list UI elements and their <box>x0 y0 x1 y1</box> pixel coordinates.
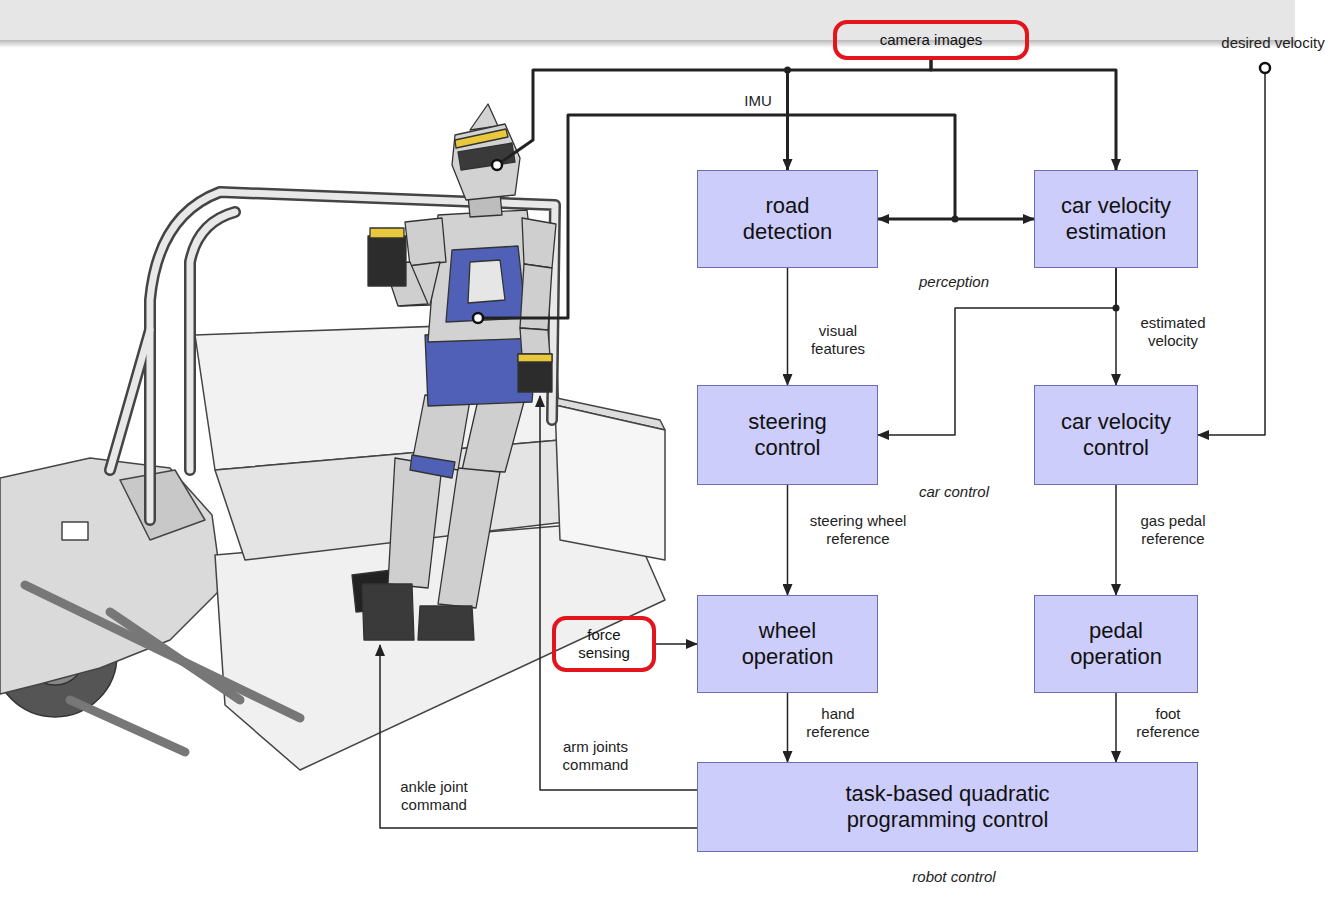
signal-label: gas pedal reference <box>1128 512 1218 548</box>
process-box: wheel operation <box>697 595 878 693</box>
humanoid-robot <box>438 468 500 608</box>
region-label: perception <box>668 273 1240 291</box>
roll-cage <box>110 330 150 470</box>
signal-arrow <box>787 485 789 595</box>
car-body <box>120 470 205 540</box>
signal-arrow <box>788 60 932 170</box>
process-box: steering control <box>697 385 878 485</box>
humanoid-robot <box>352 104 556 640</box>
box-label: car velocity estimation <box>1051 193 1181 246</box>
signal-label: desired velocity <box>1208 34 1338 52</box>
signal-arrow <box>1115 485 1117 595</box>
roll-cage <box>110 330 150 470</box>
humanoid-robot <box>446 246 526 322</box>
sensor-wire <box>380 70 1265 828</box>
box-label: road detection <box>723 193 853 246</box>
signal-label: steering wheel reference <box>798 512 918 548</box>
bumper-bars <box>110 612 240 700</box>
junction-dot <box>1260 63 1270 73</box>
junction-dot <box>473 63 1270 323</box>
box-label: steering control <box>723 409 853 462</box>
callout-label: force sensing <box>571 626 637 662</box>
sensor-wire <box>380 645 697 828</box>
roll-cage <box>190 212 235 470</box>
sensor-wire <box>540 396 697 790</box>
car-body <box>0 458 222 694</box>
humanoid-robot <box>362 584 414 640</box>
box-label: pedal operation <box>1051 618 1181 671</box>
humanoid-robot <box>518 354 552 362</box>
process-box: car velocity estimation <box>1034 170 1198 268</box>
humanoid-robot <box>522 218 556 268</box>
box-label: wheel operation <box>723 618 853 671</box>
slide-header-band <box>0 40 1295 48</box>
humanoid-robot <box>370 228 404 238</box>
region-label: car control <box>668 483 1240 501</box>
signal-label: IMU <box>738 92 778 110</box>
junction-dot <box>492 160 502 170</box>
humanoid-robot <box>368 236 406 286</box>
humanoid-robot <box>405 218 446 266</box>
signal-label: ankle joint command <box>384 778 484 814</box>
process-box: pedal operation <box>1034 595 1198 693</box>
humanoid-robot <box>468 260 505 303</box>
process-box: car velocity control <box>1034 385 1198 485</box>
region-label: robot control <box>668 868 1240 886</box>
bumper-bars <box>25 585 300 752</box>
signal-arrow <box>787 268 789 385</box>
humanoid-robot <box>410 455 455 478</box>
signal-label: foot reference <box>1128 705 1208 741</box>
slide-header-band <box>0 0 1295 40</box>
signal-arrow <box>1115 693 1117 762</box>
process-box: road detection <box>697 170 878 268</box>
callout-label: camera images <box>880 31 983 49</box>
highlighted-input: camera images <box>833 20 1029 60</box>
humanoid-robot <box>520 264 552 330</box>
process-box: task-based quadratic programming control <box>697 762 1198 852</box>
humanoid-robot <box>518 354 552 392</box>
humanoid-robot <box>388 458 442 588</box>
box-label: task-based quadratic programming control <box>813 781 1083 834</box>
slide-header-band <box>0 0 1295 48</box>
signal-arrow <box>656 643 697 645</box>
junction-dot <box>473 313 483 323</box>
signal-label: estimated velocity <box>1128 314 1218 350</box>
bumper-bars <box>70 700 185 752</box>
car-body <box>215 520 665 770</box>
subsystem-region: car control steering control car velocity … <box>668 360 1240 505</box>
sensor-wire <box>1198 73 1265 435</box>
signal-arrow <box>878 218 1034 221</box>
car-body <box>62 522 88 540</box>
subsystem-region: perception road detection car velocity est… <box>668 140 1240 295</box>
signal-label: visual features <box>798 322 878 358</box>
signal-arrow <box>931 60 1116 170</box>
humanoid-robot <box>458 143 515 170</box>
humanoid-robot <box>418 606 474 640</box>
humanoid-robot <box>462 398 525 472</box>
signal-label: hand reference <box>798 705 878 741</box>
signal-label: arm joints command <box>548 738 643 774</box>
sensor-wire <box>478 115 955 318</box>
humanoid-robot <box>452 124 520 200</box>
roll-cage <box>190 212 235 470</box>
car-body <box>0 322 665 770</box>
signal-arrow <box>787 693 789 762</box>
sensor-wire <box>497 70 788 165</box>
highlighted-input: force sensing <box>552 616 656 672</box>
box-label: car velocity control <box>1051 409 1181 462</box>
car-body <box>555 405 665 560</box>
humanoid-robot <box>520 328 550 356</box>
